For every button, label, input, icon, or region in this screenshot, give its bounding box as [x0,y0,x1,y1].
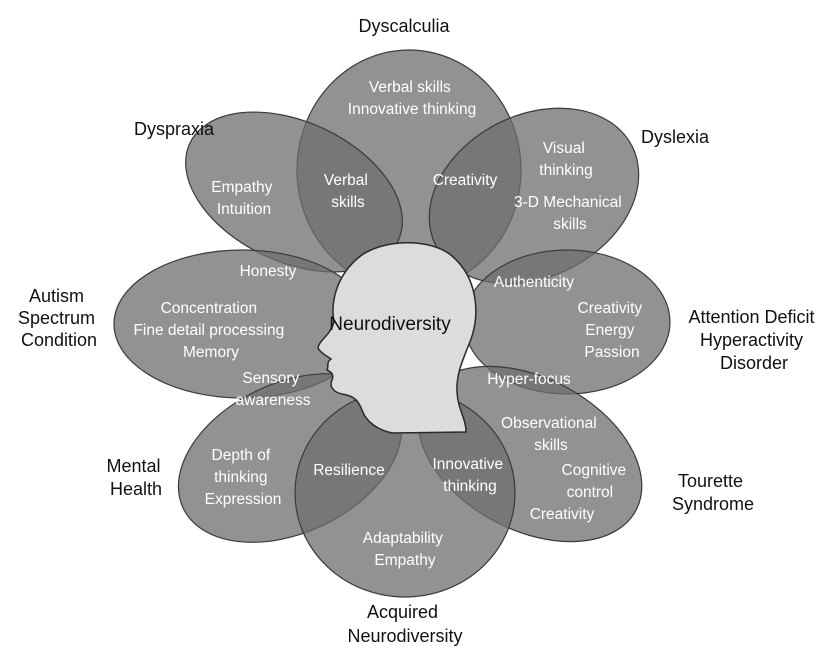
trait-dyslexia-visual: Visual thinking [539,140,592,179]
petals [113,49,671,598]
trait-dyslexia-adhd: Authenticity [494,274,574,291]
trait-adhd-tourette: Hyper-focus [487,371,571,388]
label-dyslexia: Dyslexia [641,127,710,147]
label-dyspraxia: Dyspraxia [134,119,215,139]
label-tourette: Tourette Syndrome [672,471,754,514]
label-mental-health: Mental Health [106,456,165,499]
trait-dyscalculia: Verbal skills Innovative thinking [348,79,476,118]
trait-mental-acquired: Resilience [313,462,385,479]
label-acquired: Acquired Neurodiversity [347,602,462,646]
label-autism: Autism Spectrum Condition [18,286,100,350]
trait-autism-mental: Sensory awareness [236,370,311,409]
trait-dyslexia-mechanical: 3-D Mechanical skills [514,194,626,233]
trait-acquired-tourette: Innovative thinking [433,456,508,495]
label-dyscalculia: Dyscalculia [358,16,450,36]
trait-adhd: Creativity Energy Passion [578,300,647,361]
trait-mental: Depth of thinking Expression [205,447,282,508]
trait-dyspraxia-autism: Honesty [240,263,297,280]
trait-dyscalculia-dyspraxia: Verbal skills [324,172,372,211]
center-label: Neurodiversity [329,314,451,335]
category-labels: Dyscalculia Dyspraxia Dyslexia Autism Sp… [18,16,819,646]
label-adhd: Attention Deficit Hyperactivity Disorder [688,307,819,373]
trait-dyspraxia: Empathy Intuition [211,179,276,218]
head-silhouette [317,241,477,434]
trait-tourette: Cognitive control Creativity [530,462,631,523]
trait-autism: Concentration Fine detail processing Mem… [133,300,288,361]
trait-acquired: Adaptability Empathy [363,530,447,569]
trait-tourette-observational: Observational skills [501,415,601,454]
trait-dyscalculia-dyslexia: Creativity [433,172,498,189]
trait-labels: Verbal skills Innovative thinking Verbal… [133,79,647,569]
